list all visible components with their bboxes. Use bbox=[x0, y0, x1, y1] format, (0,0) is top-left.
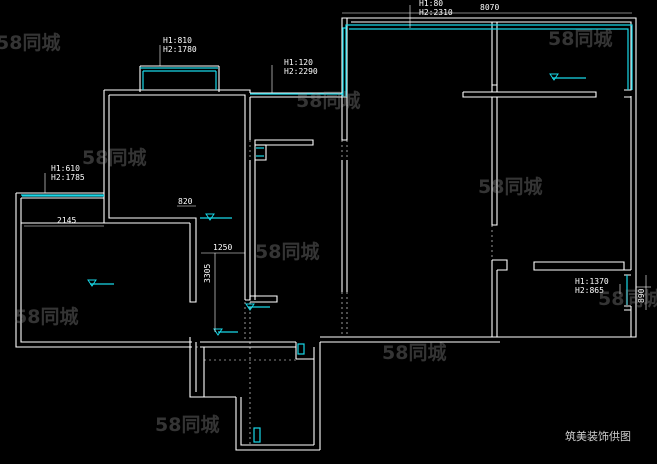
window-label-h1: H1:120 bbox=[284, 58, 313, 67]
dimension-820: 820 bbox=[178, 197, 193, 206]
watermark: 58同城 bbox=[14, 306, 79, 328]
watermark: 58同城 bbox=[0, 32, 61, 54]
watermark: 58同城 bbox=[382, 342, 447, 364]
window-label-h2: H2:1780 bbox=[163, 45, 197, 54]
window-label-bay: H1:810 H2:1780 bbox=[163, 36, 197, 54]
window-label-top: H1:80 H2:2310 bbox=[419, 0, 453, 17]
window-label-h2: H2:1785 bbox=[51, 173, 85, 182]
window-label-right: H1:1370 H2:865 bbox=[575, 277, 609, 295]
window-label-h2: H2:2310 bbox=[419, 8, 453, 17]
dimension-2145: 2145 bbox=[57, 216, 77, 225]
watermark: 58同城 bbox=[255, 241, 320, 263]
dimension-1250: 1250 bbox=[213, 243, 233, 252]
dimension-3305: 3305 bbox=[203, 263, 212, 283]
watermark: 58同城 bbox=[548, 28, 613, 50]
watermark: 58同城 bbox=[598, 288, 657, 310]
watermark: 58同城 bbox=[478, 176, 543, 198]
window-label-left: H1:610 H2:1785 bbox=[51, 164, 85, 182]
window-label-h2: H2:865 bbox=[575, 286, 604, 295]
window-label-h2: H2:2290 bbox=[284, 67, 318, 76]
dimension-top-width: 8070 bbox=[480, 3, 500, 12]
window-label-h1: H1:810 bbox=[163, 36, 192, 45]
window-label-corridor: H1:120 H2:2290 bbox=[284, 58, 318, 76]
window-label-h1: H1:1370 bbox=[575, 277, 609, 286]
watermark: 58同城 bbox=[82, 147, 147, 169]
watermark: 58同城 bbox=[296, 90, 361, 112]
watermark: 58同城 bbox=[155, 414, 220, 436]
window-label-h1: H1:80 bbox=[419, 0, 444, 8]
window-label-h1: H1:610 bbox=[51, 164, 80, 173]
image-credit: 筑美装饰供图 bbox=[565, 430, 631, 443]
